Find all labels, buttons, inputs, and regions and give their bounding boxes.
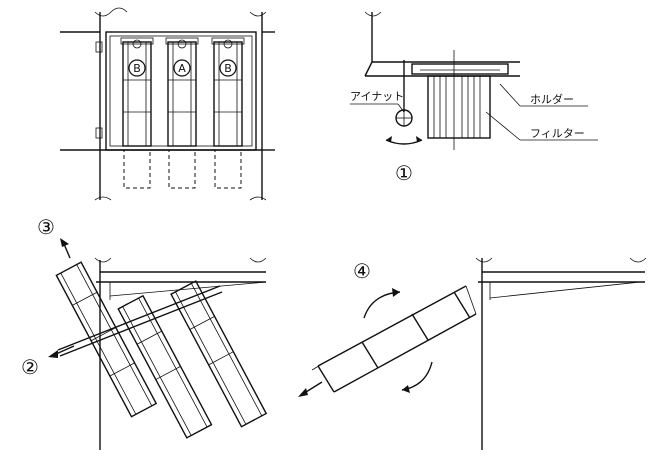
tilted-filter-cartridge: [117, 294, 213, 439]
badge-a-center: [173, 59, 191, 77]
rotation-arrow-top: [363, 291, 401, 319]
rotation-arrow-bottom: [401, 361, 433, 391]
step-1-marker: ①: [395, 161, 413, 185]
step-2-marker: ②: [21, 355, 39, 379]
tilted-filter-cartridge: [55, 261, 158, 418]
arrow-step3: [63, 243, 71, 259]
holder-label: ホルダー: [530, 92, 574, 106]
eye-nut-label: アイナット: [350, 90, 404, 103]
badge-b-right: [219, 59, 237, 77]
filter-cartridge: [211, 37, 245, 189]
badge-b-left: [128, 59, 146, 77]
break-line: [249, 257, 267, 263]
step-4-marker: ④: [353, 259, 371, 283]
filter-label: フィルター: [530, 127, 585, 140]
front-view-panel: B A B: [60, 7, 275, 201]
badge-b-right-label: B: [224, 62, 232, 75]
break-line: [475, 257, 493, 263]
removal-view-steps-2-3: ③ ②: [21, 215, 268, 450]
badge-a-center-label: A: [178, 62, 186, 75]
step-3-marker: ③: [37, 215, 55, 239]
break-line: [364, 11, 382, 17]
rotation-arrow: [385, 139, 423, 145]
filter-cartridge: [165, 37, 199, 189]
arrow-step2: [55, 345, 75, 355]
arrow-pull: [305, 381, 323, 393]
holder-removal-step4: ④: [298, 257, 647, 450]
tilted-filter-cartridge: [170, 280, 268, 428]
break-line: [249, 196, 267, 201]
break-line: [249, 11, 267, 17]
break-line: [94, 257, 112, 263]
break-line: [94, 196, 112, 201]
badge-b-left-label: B: [133, 62, 141, 75]
filter-element: [427, 75, 491, 139]
detail-view-step1: アイナット ホルダー フィルター ①: [350, 11, 598, 185]
break-line: [629, 257, 647, 263]
holder-frame: [311, 285, 477, 393]
filter-cartridge: [120, 37, 154, 189]
